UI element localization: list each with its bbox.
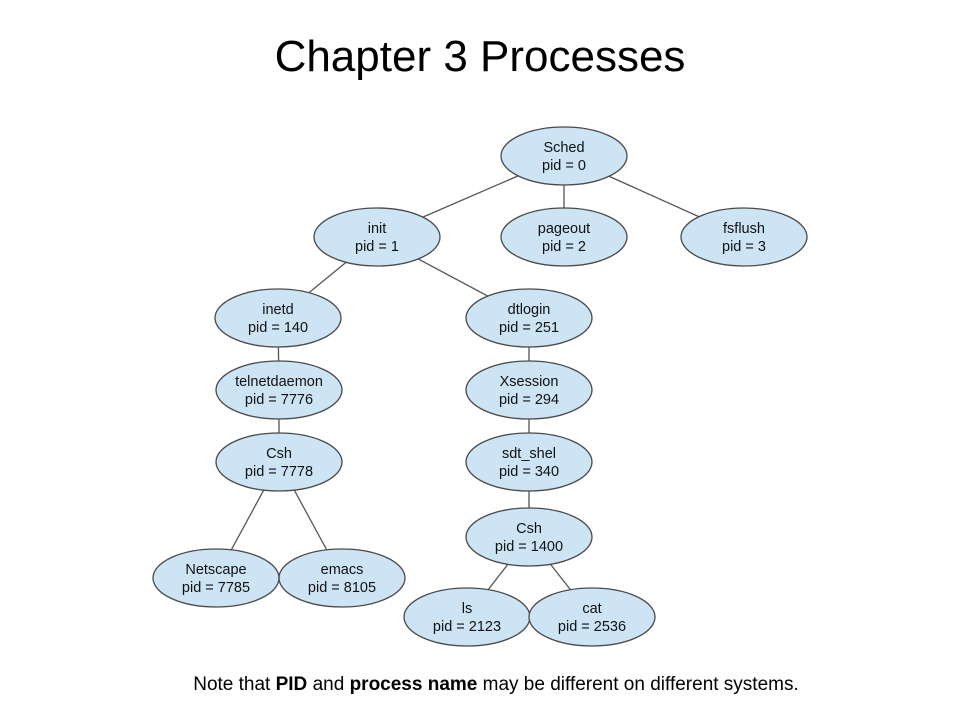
process-node-ls: ls pid = 2123 [403, 587, 531, 647]
slide-title: Chapter 3 Processes [274, 32, 686, 81]
process-node-sched: Sched pid = 0 [500, 126, 628, 186]
process-node-emacs: emacs pid = 8105 [278, 548, 406, 608]
process-node-ellipse [680, 207, 808, 267]
process-node-xsess: Xsession pid = 294 [465, 360, 593, 420]
process-node-ellipse [278, 548, 406, 608]
process-name: Csh [516, 521, 542, 537]
process-node-fsflush: fsflush pid = 3 [680, 207, 808, 267]
process-tree-nodes: Sched pid = 0 init pid = 1 pageout pid = 2 fsf… [152, 126, 808, 647]
process-node-ellipse [152, 548, 280, 608]
process-node-ellipse [500, 126, 628, 186]
process-name: inetd [262, 302, 293, 318]
process-node-ellipse [500, 207, 628, 267]
process-name: Sched [543, 140, 584, 156]
process-name: telnetdaemon [235, 374, 323, 390]
process-node-csh2: Csh pid = 1400 [465, 507, 593, 567]
process-name: emacs [321, 562, 364, 578]
process-node-netscape: Netscape pid = 7785 [152, 548, 280, 608]
process-name: Csh [266, 446, 292, 462]
footnote: Note that PID and process name may be di… [0, 674, 960, 696]
process-pid: pid = 340 [499, 464, 559, 480]
process-node-csh1: Csh pid = 7778 [215, 432, 343, 492]
process-name: pageout [538, 221, 590, 237]
process-pid: pid = 3 [722, 239, 766, 255]
process-pid: pid = 2123 [433, 619, 501, 635]
process-node-ellipse [465, 507, 593, 567]
process-pid: pid = 2536 [558, 619, 626, 635]
process-node-init: init pid = 1 [313, 207, 441, 267]
process-node-ellipse [465, 432, 593, 492]
footnote-text-1: Note that [193, 674, 276, 695]
process-node-ellipse [528, 587, 656, 647]
process-name: Xsession [500, 374, 559, 390]
process-node-ellipse [403, 587, 531, 647]
process-node-ellipse [215, 432, 343, 492]
process-node-cat: cat pid = 2536 [528, 587, 656, 647]
process-node-dtlogin: dtlogin pid = 251 [465, 288, 593, 348]
process-node-ellipse [313, 207, 441, 267]
process-name: cat [582, 601, 601, 617]
process-pid: pid = 0 [542, 158, 586, 174]
process-name: ls [462, 601, 472, 617]
process-pid: pid = 140 [248, 320, 308, 336]
process-pid: pid = 251 [499, 320, 559, 336]
process-pid: pid = 2 [542, 239, 586, 255]
process-pid: pid = 8105 [308, 580, 376, 596]
process-pid: pid = 1400 [495, 539, 563, 555]
process-name: Netscape [185, 562, 246, 578]
footnote-text-3: may be different on different systems. [477, 674, 799, 695]
process-node-ellipse [465, 360, 593, 420]
process-node-telnet: telnetdaemon pid = 7776 [215, 360, 343, 420]
process-node-ellipse [215, 360, 343, 420]
process-pid: pid = 294 [499, 392, 559, 408]
process-name: fsflush [723, 221, 765, 237]
process-pid: pid = 1 [355, 239, 399, 255]
process-pid: pid = 7785 [182, 580, 250, 596]
process-node-pageout: pageout pid = 2 [500, 207, 628, 267]
process-node-ellipse [465, 288, 593, 348]
process-node-ellipse [214, 288, 342, 348]
process-name: dtlogin [508, 302, 551, 318]
process-name: sdt_shel [502, 446, 556, 462]
process-pid: pid = 7776 [245, 392, 313, 408]
footnote-bold-pid: PID [275, 674, 308, 695]
process-node-inetd: inetd pid = 140 [214, 288, 342, 348]
footnote-bold-process-name: process name [349, 674, 478, 695]
process-pid: pid = 7778 [245, 464, 313, 480]
process-name: init [368, 221, 387, 237]
footnote-text-2: and [307, 674, 350, 695]
